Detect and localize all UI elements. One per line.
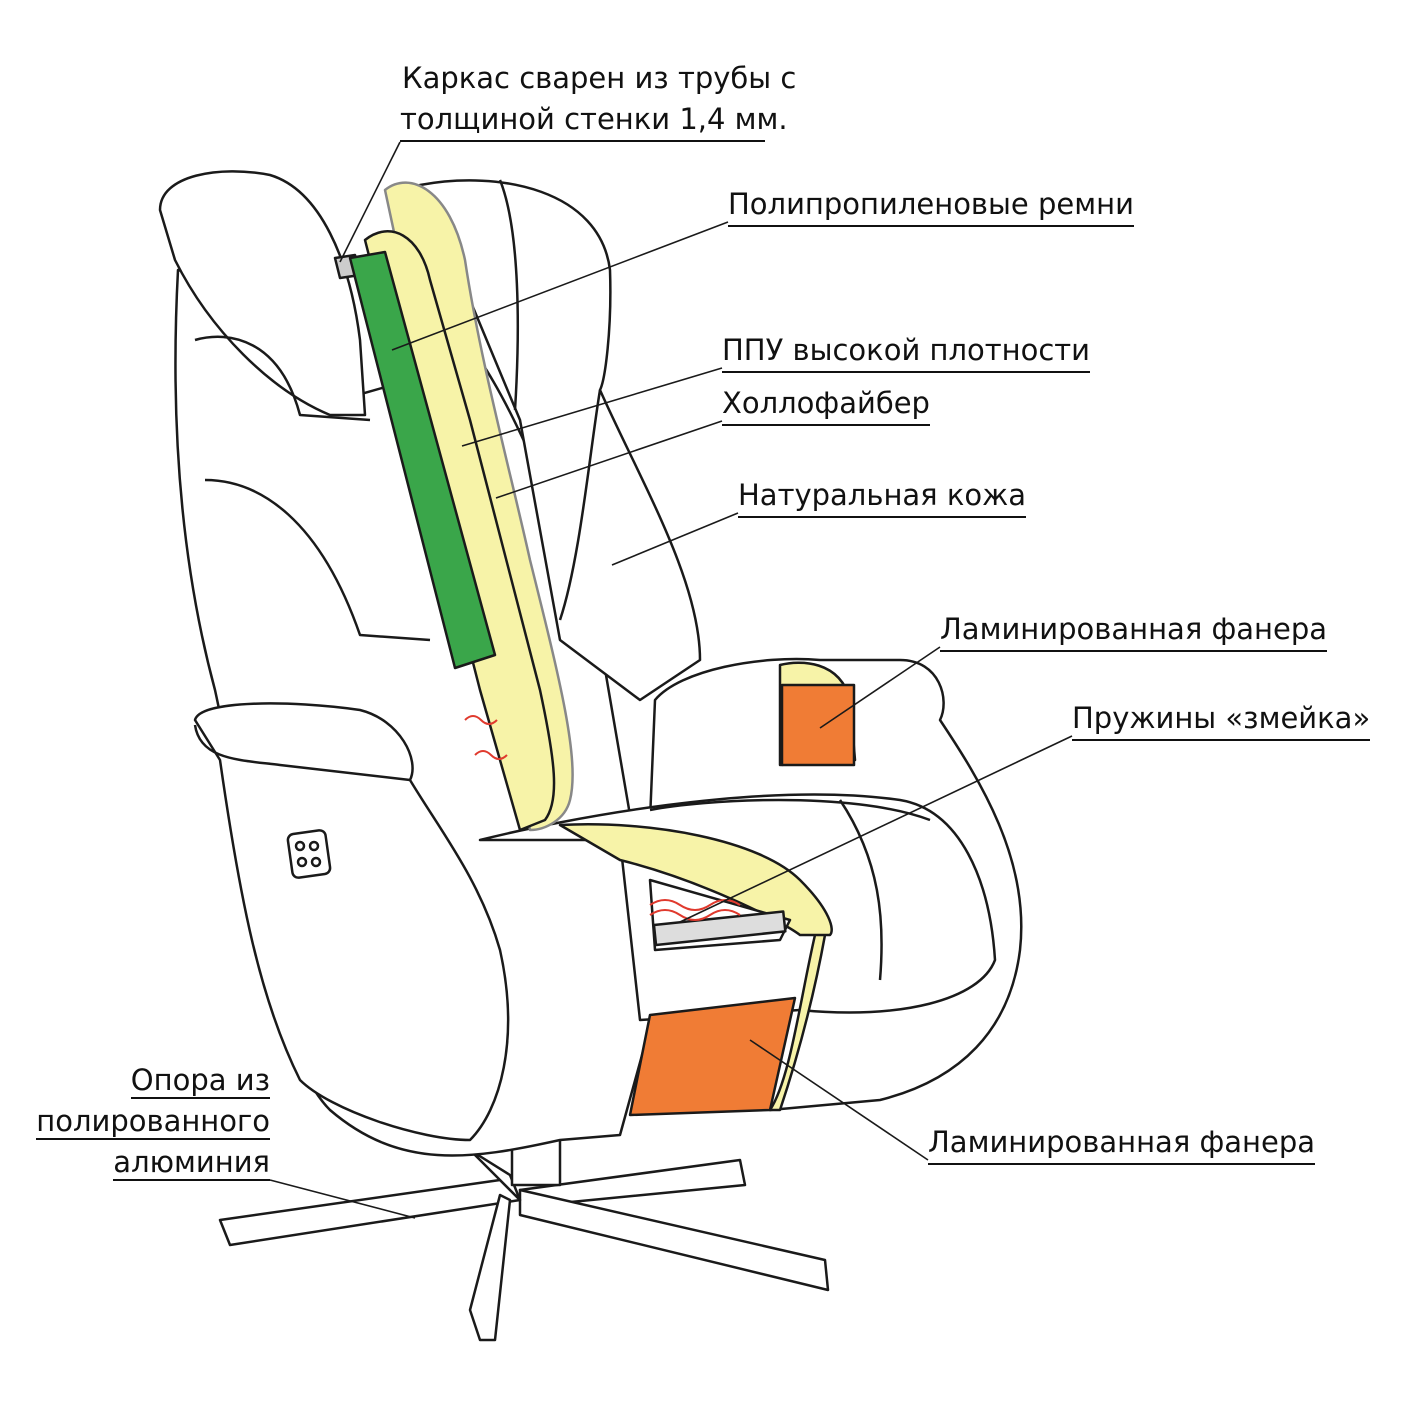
plywood-arm-block [780,683,856,767]
label-hollofiber: Холлофайбер [722,383,930,426]
plywood-seat-panel [628,996,797,1117]
back-cushion [418,179,702,702]
label-base-line3: алюминия [113,1145,270,1181]
label-frame-line2: толщиной стенки 1,4 мм. [400,99,788,142]
control-panel-icon [286,829,332,879]
label-base-line1: Опора из [130,1063,270,1099]
label-leather: Натуральная кожа [738,475,1026,518]
left-armrest [193,702,510,1142]
aluminium-base [218,1138,830,1342]
label-frame-line1: Каркас сварен из трубы с [402,61,797,95]
polypropylene-belt [348,250,497,670]
label-belts: Полипропиленовые ремни [728,184,1134,227]
label-plywood-seat: Ламинированная фанера [928,1122,1316,1165]
label-springs: Пружины «змейка» [1072,698,1371,741]
label-base-group: Опора из полированного алюминия [30,1060,270,1183]
leader-lines [269,141,1073,1219]
label-base-line2: полированного [36,1104,270,1140]
label-foam: ППУ высокой плотности [722,330,1091,373]
label-plywood-arm: Ламинированная фанера [940,609,1328,652]
